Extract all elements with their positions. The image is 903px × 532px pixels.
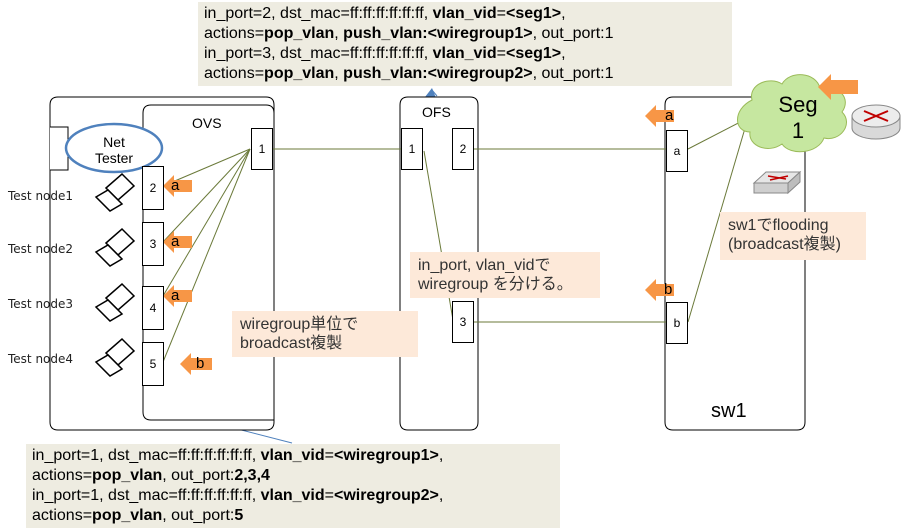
link-sw1b-cloud — [687, 117, 749, 323]
laptop-icon-node4 — [94, 337, 136, 377]
net-tester-label: Net Tester — [74, 134, 154, 166]
bottom-note-line2: actions=pop_vlan, out_port:2,3,4 — [32, 467, 270, 484]
sw1-port-a: a — [666, 130, 688, 172]
sw1-port-b: b — [666, 302, 688, 344]
sw1-title: sw1 — [711, 400, 747, 422]
arrow-label-sw1a: a — [665, 107, 674, 124]
sw1-flood-note: sw1でflooding (broadcast複製) — [720, 212, 866, 260]
arrow-label-ovs3: a — [171, 233, 180, 250]
ofs-split-note: in_port, vlan_vidで wiregroup を分ける。 — [410, 252, 600, 298]
link-ovs1-ovs5 — [162, 148, 251, 363]
arrow-shape-sw1a — [645, 105, 674, 127]
wiregroup-replicate-note: wiregroup単位で broadcast複製 — [232, 311, 418, 357]
top-note-line3: in_port=3, dst_mac=ff:ff:ff:ff:ff:ff, vl… — [204, 45, 566, 62]
sw1-flood-line2: (broadcast複製) — [728, 236, 841, 253]
ovs-port-4: 4 — [142, 286, 164, 330]
top-note-line1: in_port=2, dst_mac=ff:ff:ff:ff:ff:ff, vl… — [204, 5, 566, 22]
ofs-port-1: 1 — [401, 128, 423, 170]
arrow-shape-ovs5 — [180, 353, 212, 375]
ofs-split-line2: wiregroup を分ける。 — [418, 276, 573, 293]
arrow-label-ovs2: a — [171, 177, 180, 194]
test-node3-label: Test node3 — [8, 297, 74, 311]
top-note-connector-head — [425, 88, 436, 98]
net-tester-line2: Tester — [94, 150, 134, 166]
arrow-shape-ovs2 — [163, 175, 192, 197]
laptop-icon-node3 — [94, 282, 136, 322]
bottom-note-line3: in_port=1, dst_mac=ff:ff:ff:ff:ff:ff, vl… — [32, 487, 444, 504]
bottom-note-line1: in_port=1, dst_mac=ff:ff:ff:ff:ff:ff, vl… — [32, 447, 444, 464]
ovs-title: OVS — [192, 115, 222, 131]
ofs-port-3: 3 — [452, 301, 474, 343]
laptop-icon-node2 — [94, 227, 136, 267]
seg-cloud-line2: 1 — [791, 118, 805, 143]
net-tester-line1: Net — [103, 134, 125, 150]
top-flow-rules-note: in_port=2, dst_mac=ff:ff:ff:ff:ff:ff, vl… — [198, 2, 732, 86]
sw1-flood-line1: sw1でflooding — [728, 217, 829, 234]
router-icon — [851, 104, 901, 140]
bottom-flow-rules-note: in_port=1, dst_mac=ff:ff:ff:ff:ff:ff, vl… — [26, 444, 560, 528]
ofs-title: OFS — [422, 104, 451, 120]
top-note-line4: actions=pop_vlan, push_vlan:<wiregroup2>… — [204, 65, 614, 82]
seg-cloud-line1: Seg — [778, 92, 818, 117]
seg-cloud — [737, 74, 847, 153]
arrow-shape-sw1b — [645, 279, 674, 301]
net-tester-ellipse — [64, 122, 164, 174]
arrow-shape-ovs3 — [163, 231, 192, 253]
bottom-note-line4: actions=pop_vlan, out_port:5 — [32, 507, 244, 524]
wiregroup-replicate-line1: wiregroup単位で — [240, 316, 359, 333]
ovs-port-1: 1 — [251, 128, 273, 170]
wiregroup-replicate-line2: broadcast複製 — [240, 335, 343, 352]
ofs-port-2: 2 — [452, 128, 474, 170]
ovs-port-3: 3 — [142, 222, 164, 266]
ovs-port-2: 2 — [142, 166, 164, 210]
link-ovs1-ovs4 — [162, 148, 251, 297]
arrow-label-ovs4: a — [171, 287, 180, 304]
test-node4-label: Test node4 — [8, 352, 74, 366]
arrow-label-sw1b: b — [664, 281, 673, 298]
seg-cloud-label: Seg 1 — [768, 92, 828, 144]
test-node2-label: Test node2 — [8, 242, 74, 256]
laptop-icon-node1 — [94, 172, 136, 212]
ovs-port-5: 5 — [142, 342, 164, 386]
link-ovs1-ovs3 — [162, 148, 251, 243]
arrow-label-ovs5: b — [196, 355, 205, 372]
link-ovs1-ovs2 — [162, 148, 251, 187]
ofs-split-line1: in_port, vlan_vidで — [418, 257, 551, 274]
arrow-shape-ovs4 — [163, 285, 192, 307]
switch-icon — [752, 170, 802, 195]
top-note-line2: actions=pop_vlan, push_vlan:<wiregroup1>… — [204, 25, 614, 42]
arrow-shape-cloud — [818, 74, 858, 100]
test-node1-label: Test node1 — [8, 189, 74, 203]
